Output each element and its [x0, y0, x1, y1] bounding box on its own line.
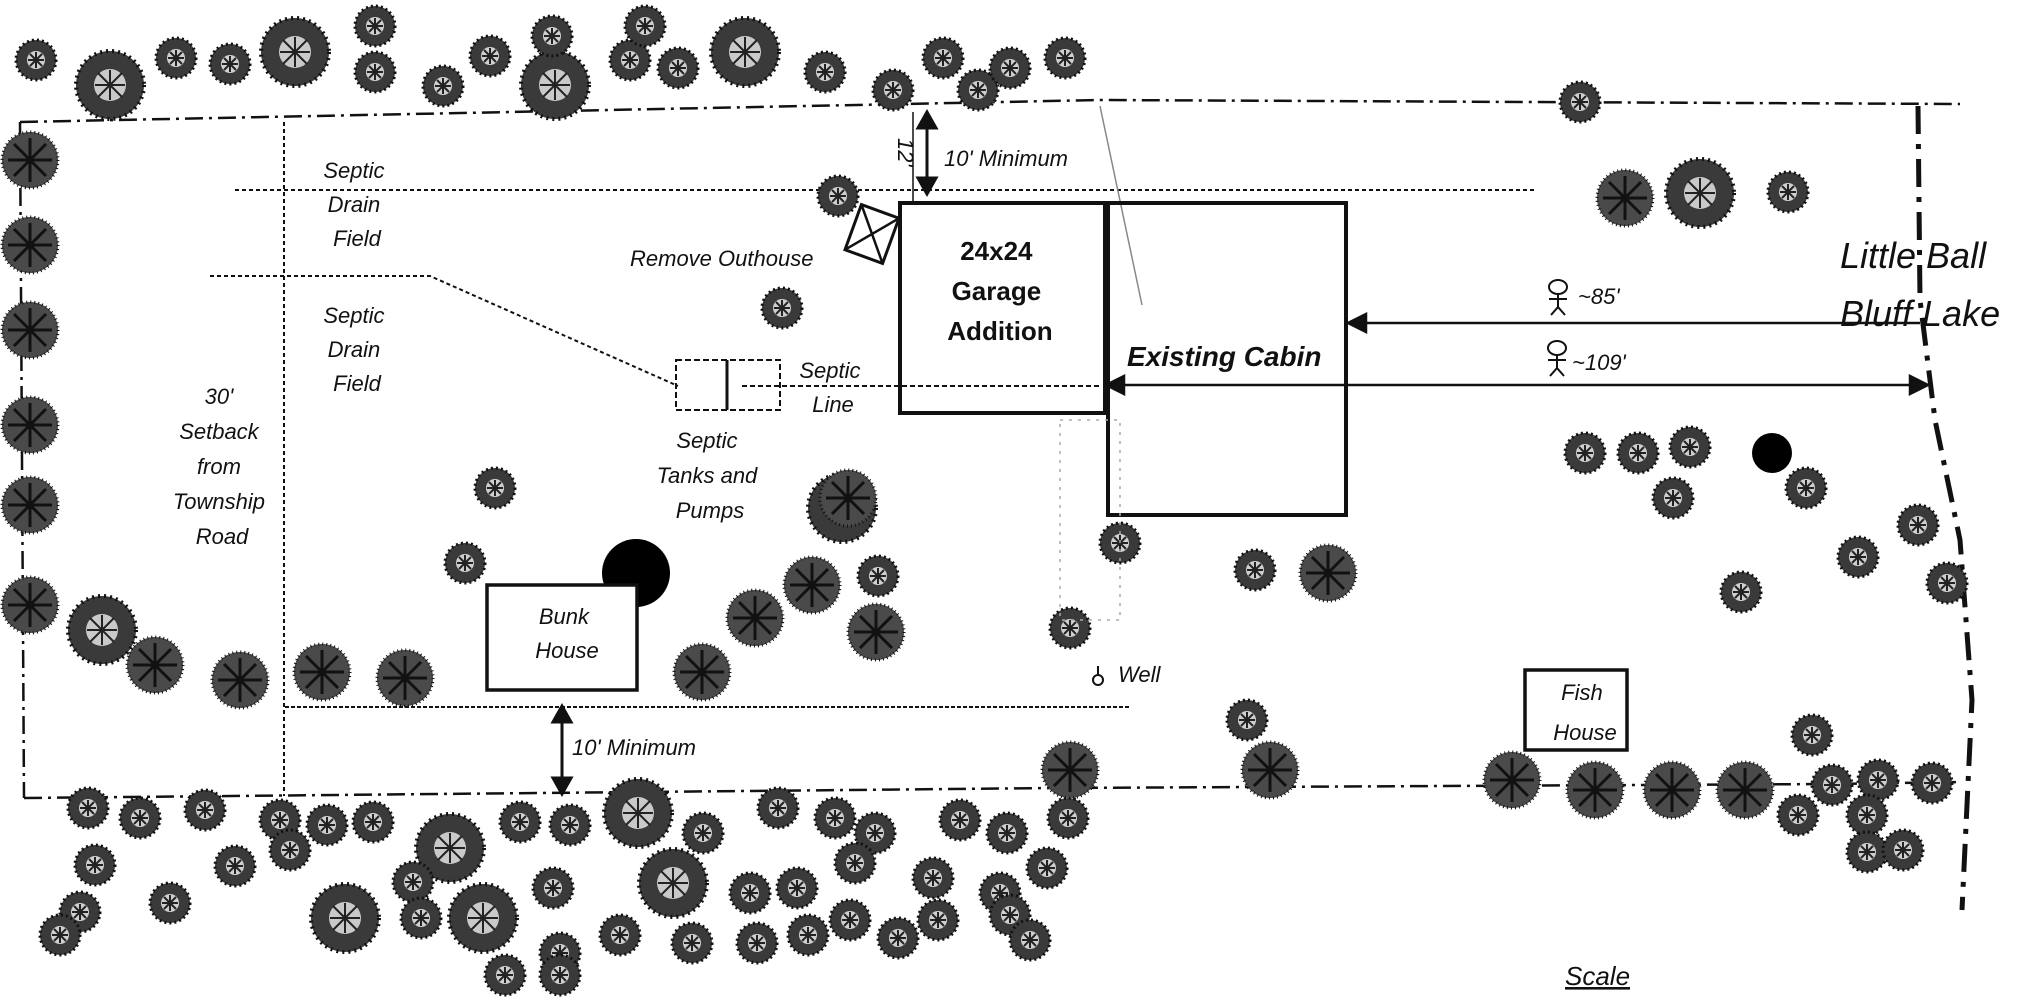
well-icon [1092, 666, 1104, 686]
septic-tanks-line-1: Septic [676, 428, 737, 453]
distance-109-label: ~109' [1572, 350, 1627, 375]
drain-field-1-line-3: Field [333, 226, 381, 251]
setback-line-3: from [197, 454, 241, 479]
min-bottom-label: 10' Minimum [572, 735, 696, 760]
lake-shoreline [1915, 105, 1975, 911]
bunk-house-line-2: House [535, 638, 599, 663]
existing-cabin [1106, 201, 1348, 517]
svg-text:Septic Drain Field: Septic Drain Field [323, 158, 390, 251]
bunk-house-line-1: Bunk [539, 604, 590, 629]
person-icon [1548, 279, 1568, 316]
septic-line-label-2: Line [812, 392, 854, 417]
drain-field-2-line-1: Septic [323, 303, 384, 328]
drain-field-2-line-2: Drain [328, 337, 381, 362]
drain-field-line-mid [210, 275, 679, 387]
svg-text:Septic Line: Septic Line [799, 358, 866, 417]
svg-text:Bunk House: Bunk House [535, 604, 599, 663]
septic-tanks [675, 359, 781, 411]
twelve-label: 12' [893, 138, 918, 167]
lake-label-line-1: Little Ball [1840, 235, 1987, 276]
septic-tanks-line-2: Tanks and [657, 463, 758, 488]
garage-label-line-2: Garage [952, 276, 1042, 306]
svg-text:Fish House: Fish House [1553, 680, 1617, 745]
garage-label-line-1: 24x24 [960, 236, 1033, 266]
lake-label-line-2: Bluff Lake [1840, 293, 2000, 334]
driveway [1059, 419, 1121, 621]
svg-text:24x24 Garage Addition: 24x24 Garage Addition [947, 236, 1052, 346]
existing-cabin-label: Existing Cabin [1127, 341, 1321, 372]
person-icon [1547, 340, 1567, 377]
svg-text:Septic Tanks and Pumps: Septic Tanks and Pumps [657, 428, 764, 523]
bunk-house [485, 583, 639, 692]
distance-109-arrow [1103, 373, 1931, 397]
dimension-bottom [550, 702, 574, 798]
septic-line-label-1: Septic [799, 358, 860, 383]
distance-85-arrow [1345, 311, 1920, 335]
fish-house-line-1: Fish [1561, 680, 1603, 705]
setback-line-4: Township [173, 489, 265, 514]
drain-field-1-line-2: Drain [328, 192, 381, 217]
dimension-top [915, 108, 939, 198]
setback-line-2: Setback [179, 419, 259, 444]
setback-line-5: Road [196, 524, 249, 549]
scale-label: Scale [1565, 961, 1630, 991]
distance-85-label: ~85' [1578, 284, 1620, 309]
remove-outhouse-label: Remove Outhouse [630, 246, 813, 271]
svg-text:30' Setback from T: 30' Setback from Township Road [173, 384, 271, 549]
setback-line-1: 30' [205, 384, 234, 409]
drain-field-1-line-1: Septic [323, 158, 384, 183]
well-label: Well [1118, 662, 1161, 687]
svg-text:Septic Drain Field: Septic Drain Field [323, 303, 390, 396]
fish-house [1523, 668, 1629, 752]
fish-house-line-2: House [1553, 720, 1617, 745]
faint-line [1099, 105, 1143, 306]
drain-field-2-line-3: Field [333, 371, 381, 396]
garage-label-line-3: Addition [947, 316, 1052, 346]
outhouse-x-icon [843, 202, 901, 266]
garage-addition [898, 201, 1107, 415]
svg-text:Little Ball Bluff Lake: Little Ball Bluff Lake [1840, 235, 2000, 334]
min-top-label: 10' Minimum [944, 146, 1068, 171]
septic-tanks-line-3: Pumps [676, 498, 744, 523]
dark-tree-icon [1752, 433, 1792, 473]
